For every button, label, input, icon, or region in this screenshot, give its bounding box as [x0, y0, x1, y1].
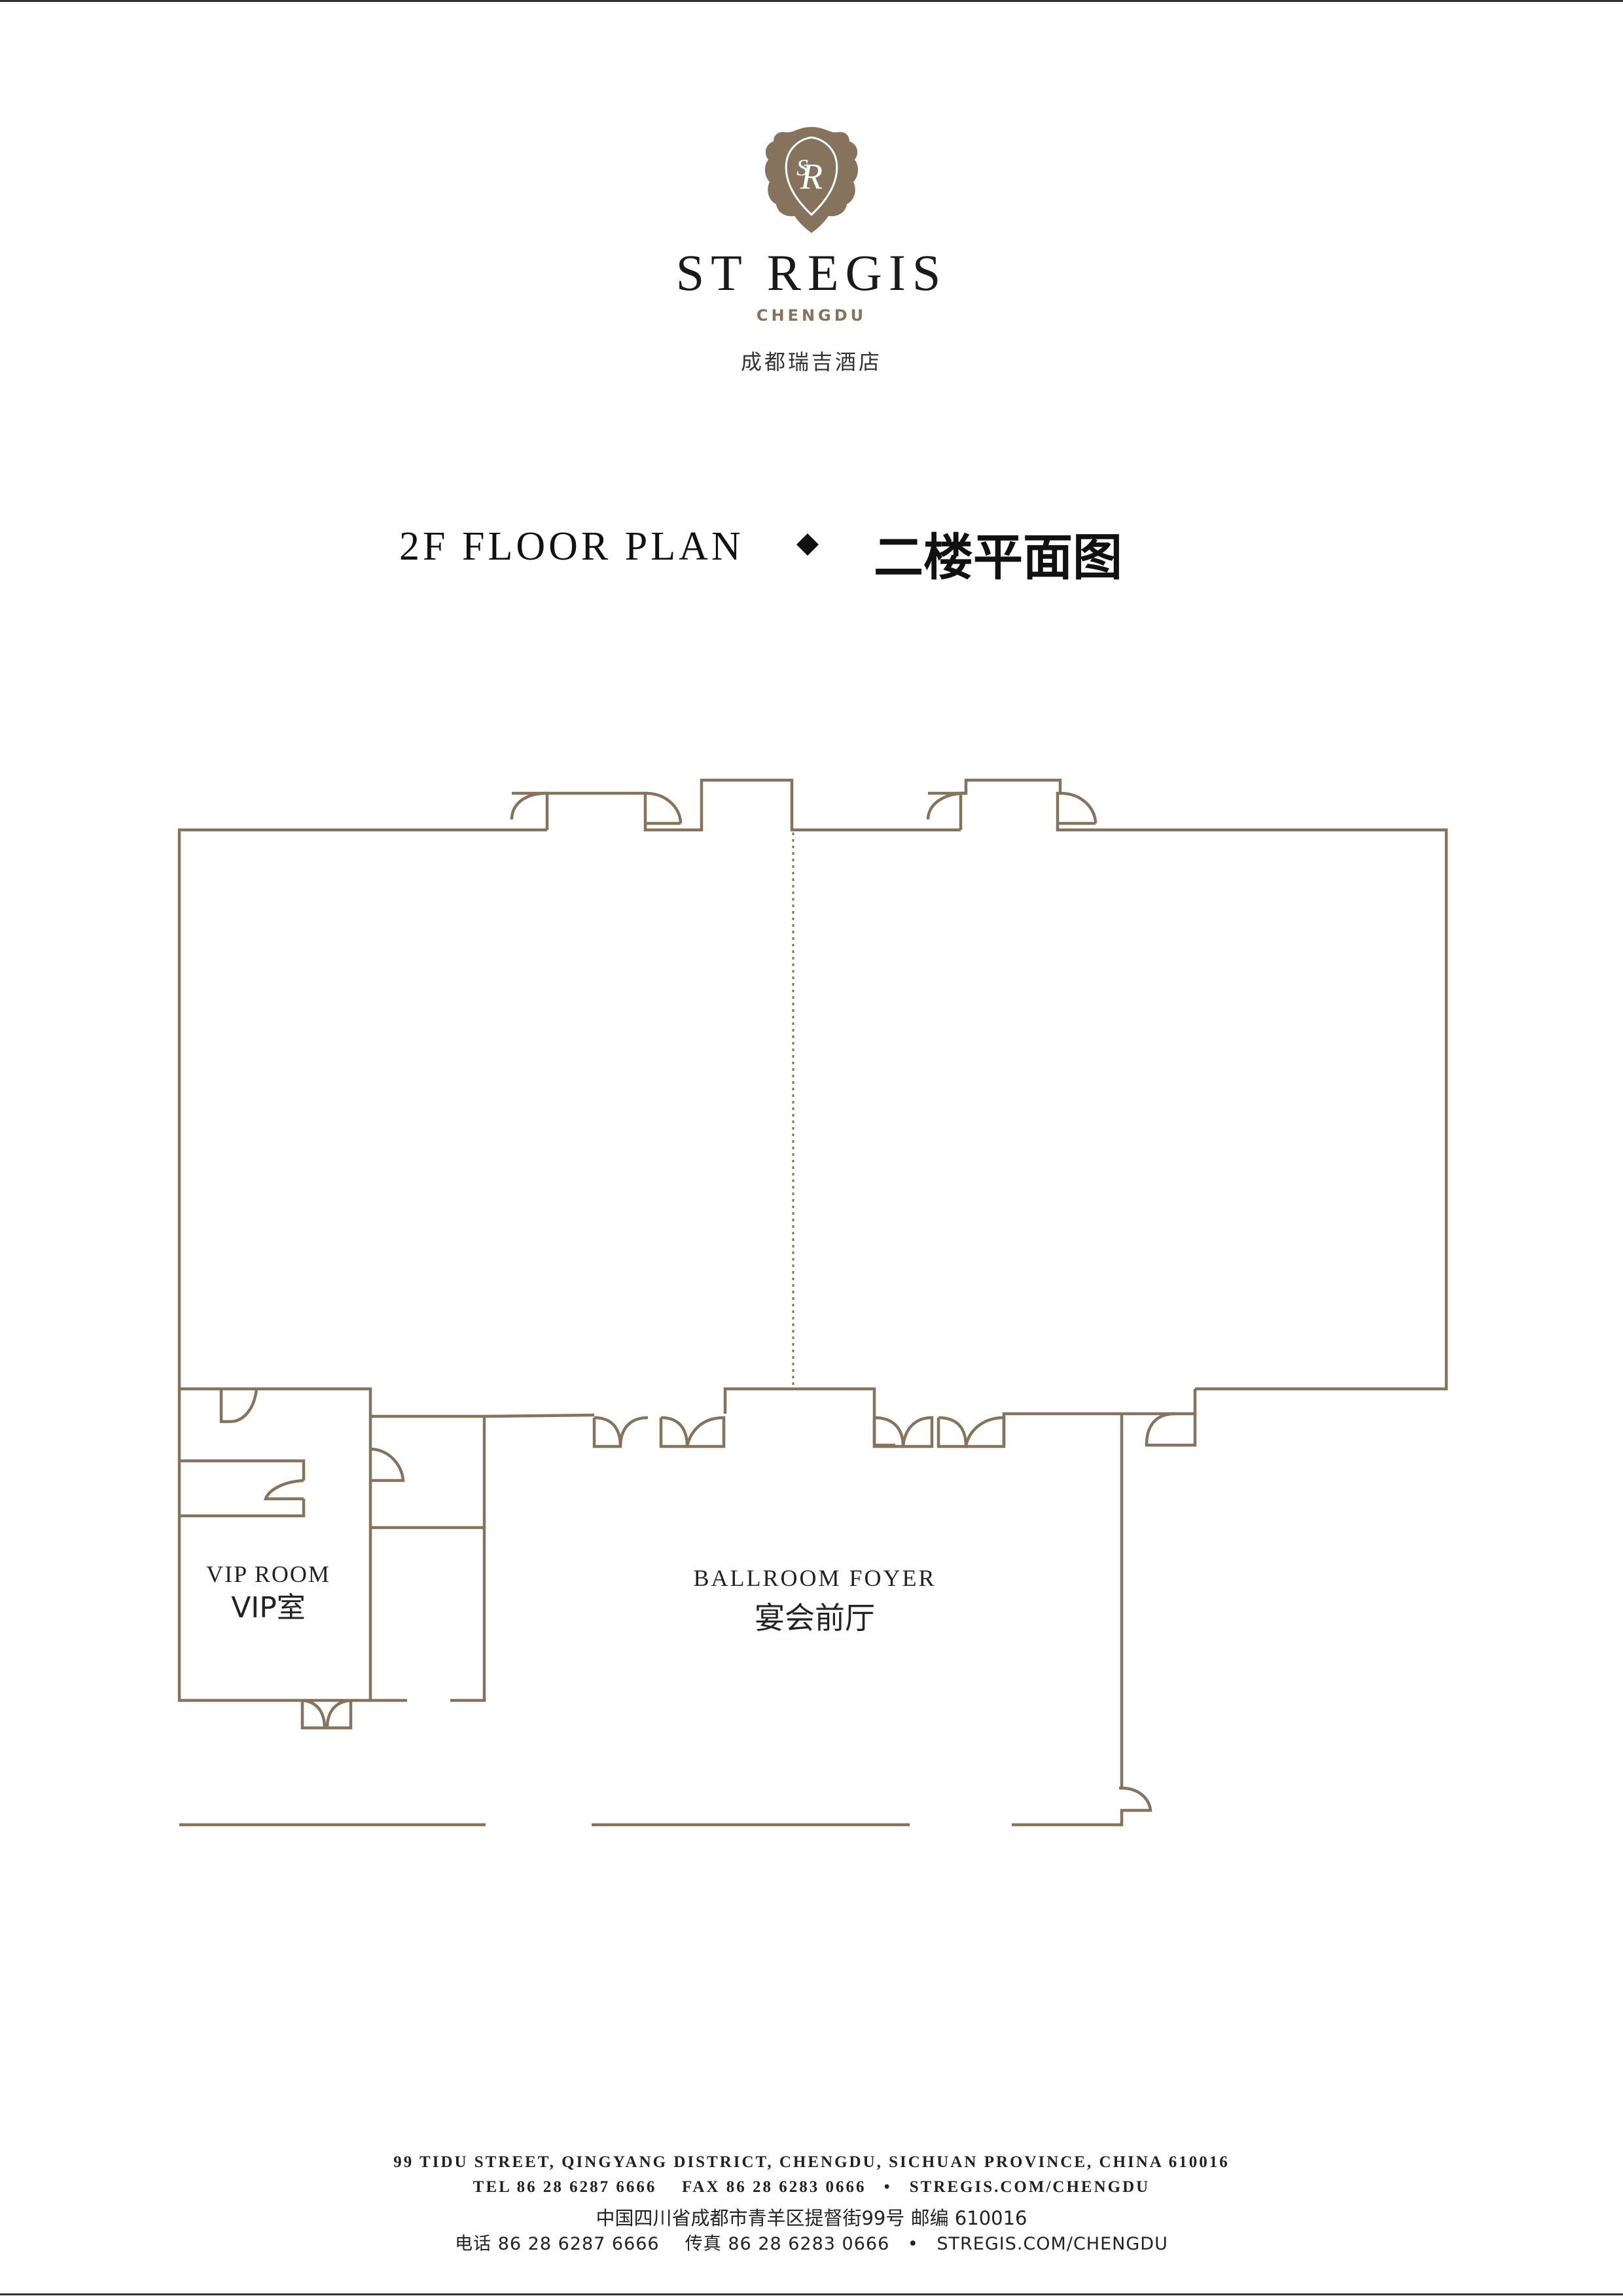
bullet-separator-icon: • — [907, 2234, 919, 2254]
ballroom-right-stub — [1175, 1414, 1197, 1447]
foyer-door-left-3 — [659, 1416, 689, 1448]
st-regis-crest-logo: R S — [764, 127, 859, 233]
footer-tel-english: TEL 86 28 6287 6666 — [473, 2178, 657, 2196]
foyer-right-wall — [1119, 1414, 1124, 1790]
foyer-door-right-3 — [936, 1416, 968, 1448]
footer-address-english: 99 TIDU STREET, QINGYANG DISTRICT, CHENG… — [393, 2153, 1230, 2171]
vip-room-label-chinese: VIP室 — [231, 1591, 306, 1624]
ballroom-door-top-left-swing-b — [645, 791, 683, 824]
vip-divider-1 — [179, 1459, 306, 1480]
ballroom-door-top-right-swing-b — [1060, 791, 1097, 824]
vip-bottom-door-b — [325, 1698, 353, 1730]
vip-inner-door — [263, 1479, 304, 1501]
foyer-door-left-4 — [685, 1416, 726, 1448]
corner-door-swing — [1145, 1412, 1176, 1447]
ballroom-door-top-left-swing-a — [510, 791, 548, 820]
foyer-left-wall — [484, 1413, 595, 1418]
vip-top-door — [219, 1388, 259, 1424]
foyer-door-right-2 — [901, 1416, 934, 1448]
bottom-border — [0, 2293, 1623, 2295]
foyer-door-right-4 — [964, 1416, 1006, 1448]
service-room-door — [370, 1447, 405, 1482]
top-border — [0, 0, 1623, 2]
plan-title-english: 2F FLOOR PLAN — [399, 524, 744, 569]
brand-name-chinese: 成都瑞吉酒店 — [740, 350, 882, 374]
ballroom-foyer-label-english: BALLROOM FOYER — [693, 1565, 936, 1591]
foyer-door-right-1 — [872, 1416, 905, 1448]
footer-contact-chinese: 电话 86 28 6287 6666 传真 86 28 6283 0666 • … — [0, 2229, 1623, 2255]
service-room-outline — [370, 1414, 486, 1702]
footer-website-chinese[interactable]: STREGIS.COM/CHENGDU — [936, 2234, 1168, 2254]
ballroom-foyer-label-chinese: 宴会前厅 — [755, 1600, 875, 1636]
footer-fax-english: FAX 86 28 6283 0666 — [681, 2178, 866, 2196]
foyer-door-left-1 — [592, 1416, 622, 1448]
ballroom-top-wall-left — [177, 828, 547, 1389]
svg-text:R: R — [800, 156, 823, 197]
vip-bottom-door — [300, 1698, 327, 1730]
vip-block-outline — [177, 1387, 372, 1702]
footer-fax-chinese: 传真 86 28 6283 0666 — [685, 2234, 890, 2254]
svg-text:S: S — [796, 154, 808, 181]
footer-contact-english: TEL 86 28 6287 6666 FAX 86 28 6283 0666 … — [0, 2178, 1623, 2197]
vip-room-label-english: VIP ROOM — [206, 1561, 330, 1587]
ballroom-bottom-wall-right — [1002, 1389, 1197, 1445]
ballroom-bottom-wall-center — [723, 1387, 895, 1447]
footer-address-chinese: 中国四川省成都市青羊区提督街99号 邮编 610016 — [596, 2207, 1027, 2229]
foyer-door-left-2 — [618, 1416, 649, 1447]
brand-name: ST REGIS — [675, 244, 948, 301]
brand-city: CHENGDU — [756, 306, 867, 325]
foyer-right-door — [1012, 1786, 1152, 1827]
bullet-separator-icon: • — [883, 2178, 892, 2196]
ballroom-door-top-right-wall — [959, 778, 1448, 1391]
footer-website-english[interactable]: STREGIS.COM/CHENGDU — [909, 2178, 1150, 2196]
ballroom-top-center-projection — [679, 778, 961, 832]
vip-divider-2 — [179, 1499, 306, 1518]
plan-title-chinese: 二楼平面图 — [874, 528, 1122, 586]
footer-tel-chinese: 电话 86 28 6287 6666 — [455, 2234, 660, 2254]
